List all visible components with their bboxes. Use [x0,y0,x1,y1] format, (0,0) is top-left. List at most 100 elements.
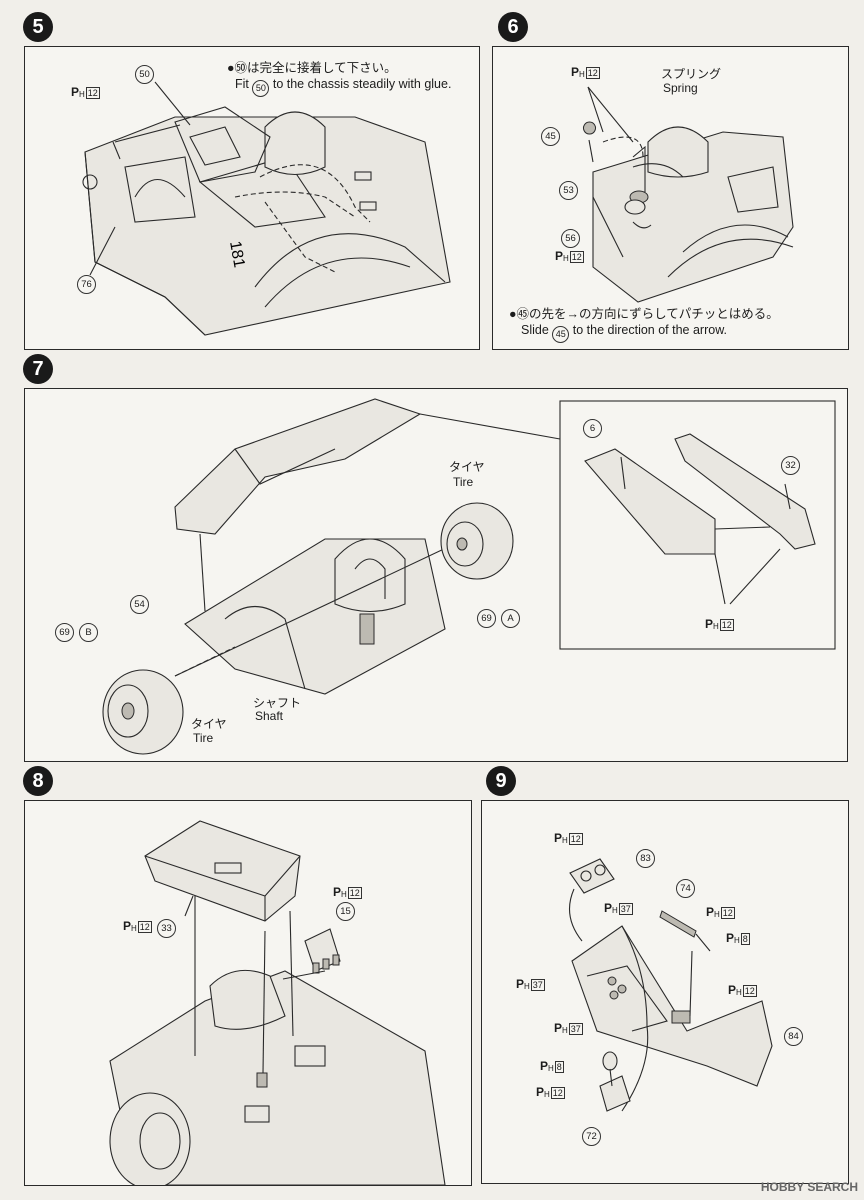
step-6-note-part-callout: 45 [552,325,570,343]
step-5-badge: 5 [23,12,53,42]
step-9-callout-part-72: 72 [582,1127,601,1146]
ph-letter-p: P [123,919,132,933]
ph-code: 37 [618,903,633,915]
ph-letter-h: H [131,924,137,933]
step-8-illustration [109,820,446,1190]
ph-letter-h: H [548,1064,554,1073]
step-5-note-en: Fit 50 to the chassis steadily with glue… [235,77,451,97]
ph-letter-p: P [604,901,613,915]
step-9-callout-part-83: 83 [636,849,655,868]
ph-code: 12 [742,985,757,997]
ph-letter-p: P [706,905,715,919]
ph-letter-p: P [536,1085,545,1099]
ph-code: 8 [740,933,750,945]
step-8-callout-part-15: 15 [336,902,355,921]
ph-letter-h: H [562,1026,568,1035]
step-6-note-jp: ●㊺の先を→の方向にずらしてパチッとはめる。 [509,307,779,321]
ph-code: 12 [569,251,584,263]
step-9-callout-part-84: 84 [784,1027,803,1046]
ph-letter-h: H [524,982,530,991]
ph-letter-h: H [562,836,568,845]
step-6-spring-label-en: Spring [663,81,698,95]
step-6-callout-part-53: 53 [559,181,578,200]
step-9-badge: 9 [486,766,516,796]
step-5-panel: 181 ●㊿は完全に接着して下さい。 Fit 50 to the chassis… [24,46,480,350]
ph-letter-p: P [554,831,563,845]
ph-letter-h: H [341,890,347,899]
step-7-tire-label-jp-b: タイヤ [191,717,227,731]
watermark: HOBBY SEARCH [760,1180,858,1194]
step-7-inset-callout-part-32: 32 [781,456,800,475]
ph-letter-p: P [516,977,525,991]
step-6-note-en-prefix: Slide [521,323,549,337]
ph-letter-p: P [571,65,580,79]
step-7-tire-label-en-b: Tire [193,731,214,745]
step-6-note-en: Slide 45 to the direction of the arrow. [521,323,727,343]
step-7-panel: タイヤ Tire 69 A 54 69 B シャフト Shaft タイヤ Tir… [24,388,848,762]
step-6-callout-part-56: 56 [561,229,580,248]
step-6-callout-part-45: 45 [541,127,560,146]
ph-letter-p: P [728,983,737,997]
ph-letter-p: P [540,1059,549,1073]
ph-code: 12 [585,67,600,79]
step-5-illustration: 181 [82,81,451,336]
step-6-note-en-suffix: to the direction of the arrow. [572,323,728,337]
ph-code: 37 [568,1023,583,1035]
step-7-callout-part-54: 54 [130,595,149,614]
step-5-note-en-prefix: Fit [235,77,249,91]
ph-code: 12 [568,833,583,845]
step-7-tire-label-jp-a: タイヤ [449,460,485,474]
ph-letter-h: H [714,910,720,919]
step-7-shaft-label-jp: シャフト [253,696,302,710]
ph-letter-p: P [71,85,80,99]
step-8-callout-part-33: 33 [157,919,176,938]
step-5-note-en-suffix: to the chassis steadily with glue. [272,77,452,91]
step-7-inset-callout-part-6: 6 [583,419,602,438]
ph-letter-h: H [713,622,719,631]
ph-letter-h: H [79,90,85,99]
step-6-spring-label-jp: スプリング [661,67,722,81]
step-6-badge: 6 [498,12,528,42]
step-9-callout-part-74: 74 [676,879,695,898]
ph-letter-p: P [726,931,735,945]
ph-code: 37 [530,979,545,991]
step-6-illustration [583,86,794,303]
step-7-illustration [102,398,836,755]
step-7-callout-part-69-b: 69 [55,623,74,642]
step-7-letter-a: A [501,609,520,628]
step-5-note-jp: ●㊿は完全に接着して下さい。 [227,61,397,75]
step-9-illustration [568,858,773,1112]
ph-code: 12 [719,619,734,631]
ph-letter-h: H [544,1090,550,1099]
ph-letter-h: H [563,254,569,263]
ph-code: 8 [554,1061,564,1073]
step-5-callout-part-50: 50 [135,65,154,84]
svg-text:181: 181 [226,240,247,269]
ph-letter-p: P [333,885,342,899]
step-8-badge: 8 [23,766,53,796]
step-5-note-part-callout: 50 [252,79,270,97]
step-7-shaft-label-en: Shaft [255,709,284,723]
ph-letter-p: P [555,249,564,263]
ph-letter-h: H [579,70,585,79]
ph-code: 12 [720,907,735,919]
ph-letter-h: H [734,936,740,945]
ph-letter-p: P [554,1021,563,1035]
